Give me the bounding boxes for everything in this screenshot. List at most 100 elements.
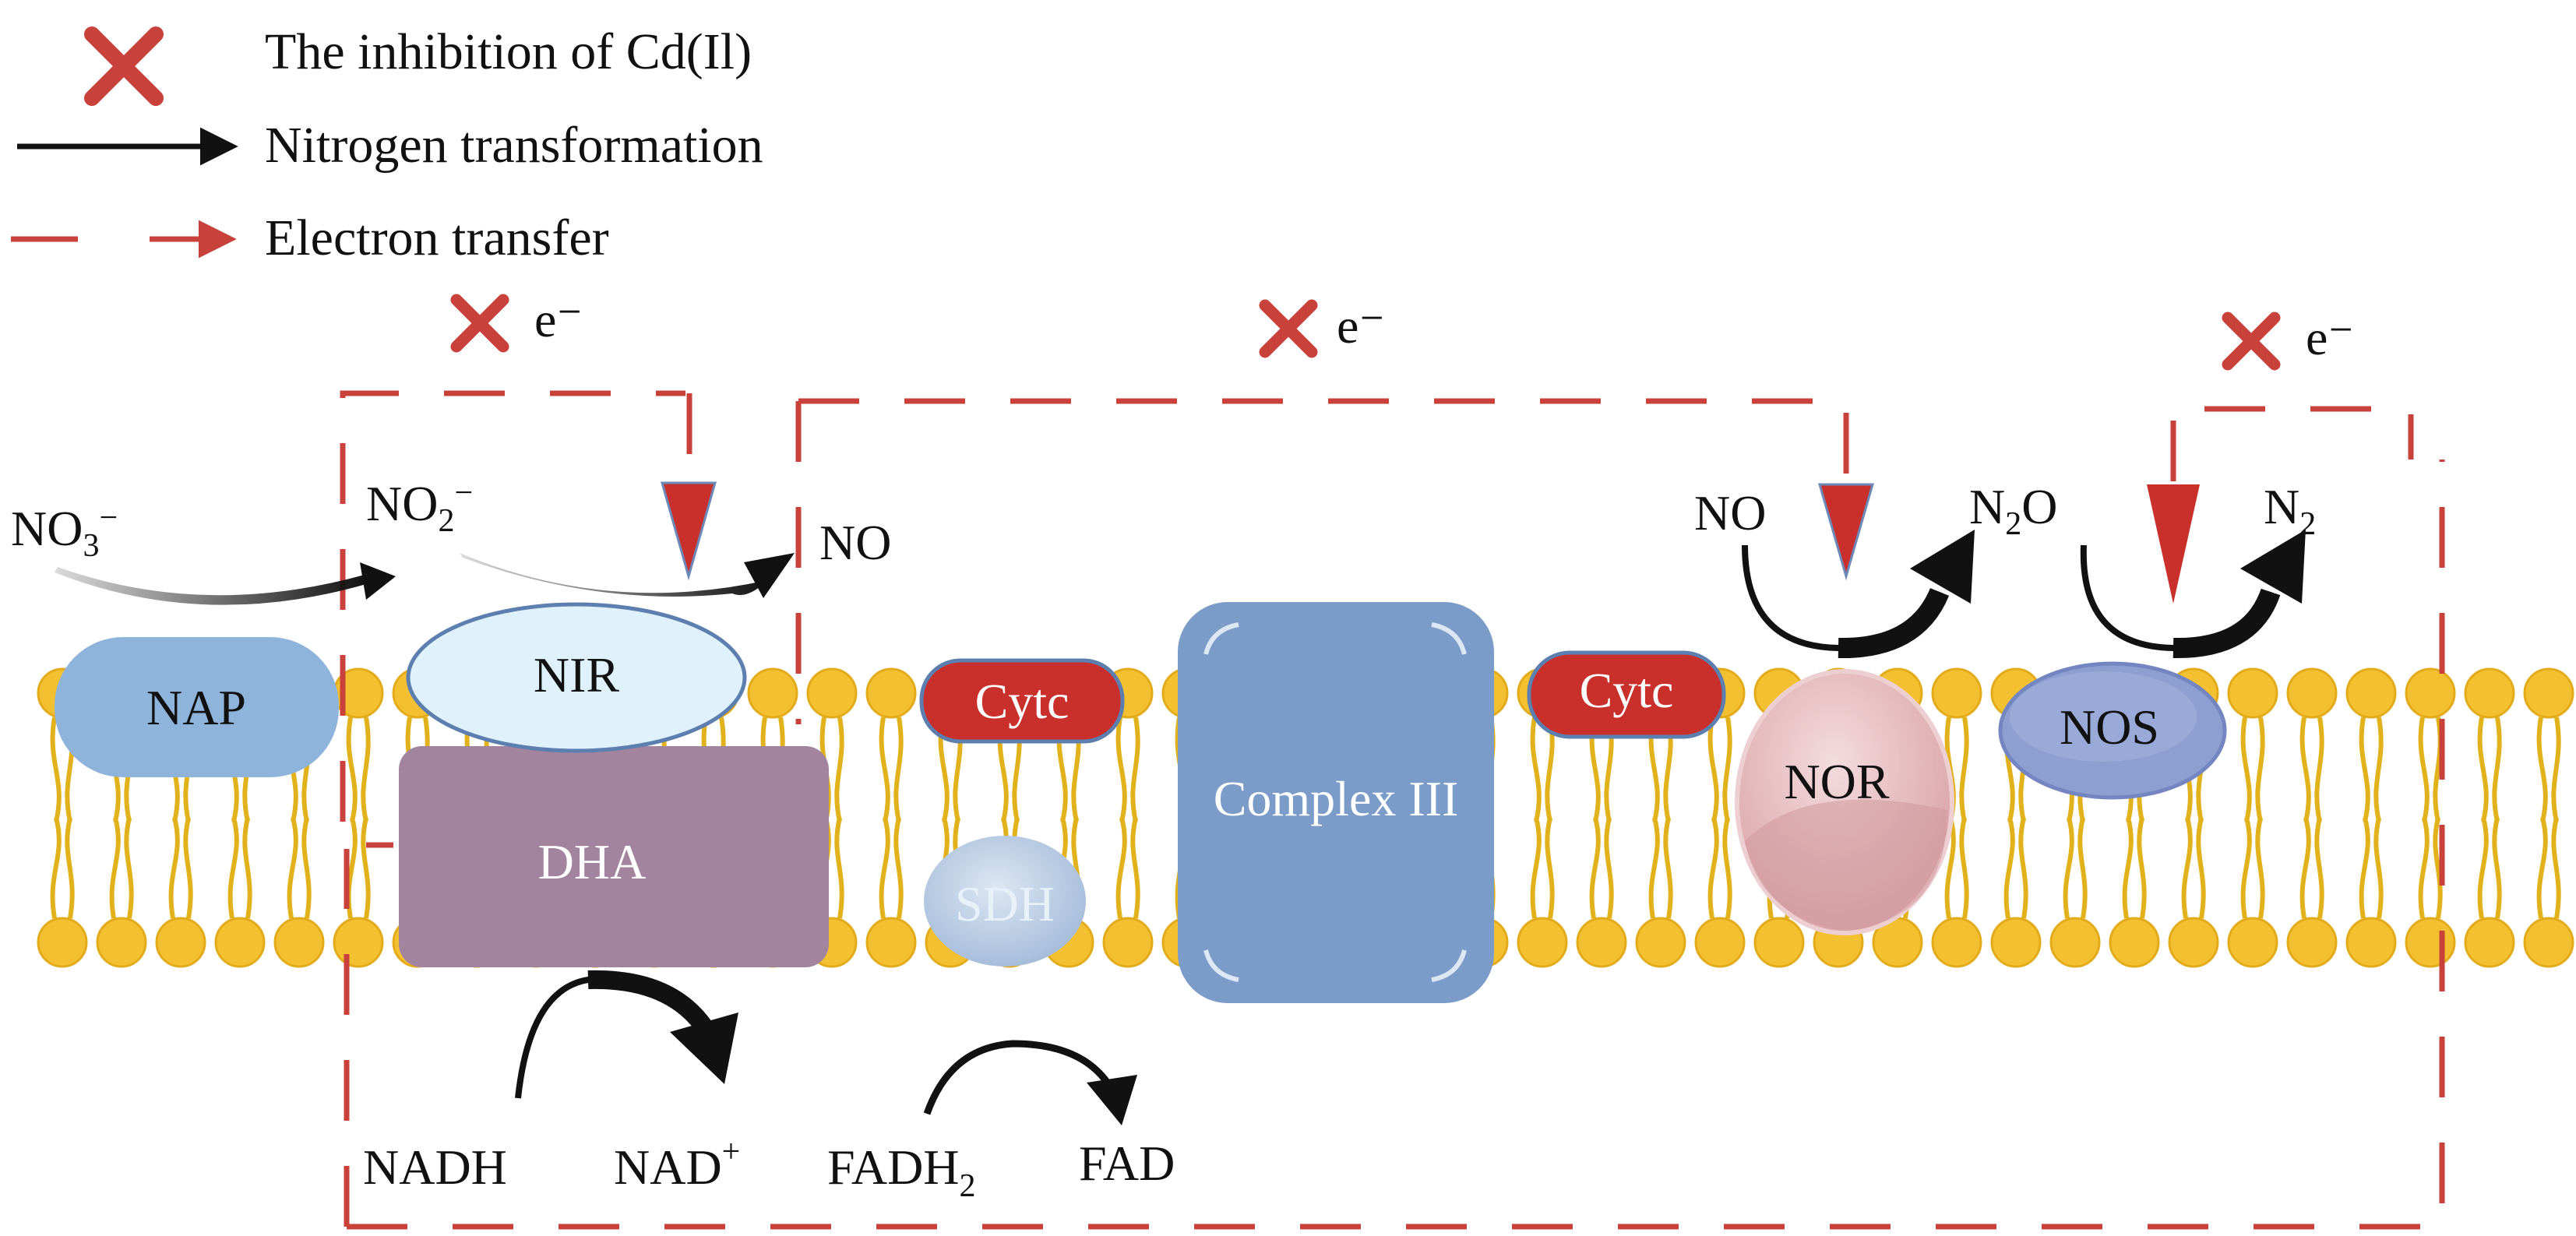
fadh2-to-fad-arrow <box>923 1040 1113 1115</box>
lipid-tail <box>2299 717 2324 919</box>
dha-protein: DHA <box>399 746 829 967</box>
lipid-tail <box>1115 717 1140 919</box>
cross-icon <box>450 294 509 353</box>
nad-label: NAD+ <box>614 1134 740 1195</box>
cytc-left-label: Cytc <box>975 674 1070 729</box>
electron-path-left-top <box>340 390 685 822</box>
n2o-to-n2-arrow-thick <box>2173 588 2281 659</box>
sdh-label: SDH <box>955 876 1055 931</box>
n2o-label: N2O <box>1969 479 2057 542</box>
no3-label: NO3− <box>11 500 118 564</box>
lipid-head <box>747 667 798 719</box>
electron-label-3: e⁻ <box>2306 310 2354 365</box>
no-label-nor: NO <box>1694 485 1766 541</box>
lipid-head <box>1635 917 1686 968</box>
lipid-head <box>1931 667 1982 719</box>
arrowhead-icon <box>744 553 795 598</box>
arrowhead-icon <box>2240 530 2306 604</box>
lipid-head <box>2464 667 2515 719</box>
red-arrowhead-icon <box>661 481 717 581</box>
cytc-left-protein: Cytc <box>919 658 1125 744</box>
cofactors: NADH NAD+ FADH2 FAD <box>363 1134 1175 1204</box>
arrowhead-icon <box>1087 1075 1137 1125</box>
electron-label-1: e⁻ <box>534 292 583 347</box>
fad-label: FAD <box>1079 1136 1175 1191</box>
lipid-head <box>333 917 384 968</box>
no2-label: NO2− <box>366 475 473 539</box>
legend: The inhibition of Cd(Il) Nitrogen transf… <box>11 23 763 266</box>
lipid-head <box>1576 917 1627 968</box>
lipid-tail <box>1589 717 1614 919</box>
legend-nitrogen-label: Nitrogen transformation <box>265 117 763 174</box>
lipid-tail <box>2536 717 2561 919</box>
cross-icon <box>1259 299 1318 358</box>
lipid-tail <box>1707 717 1732 919</box>
lipid-head <box>155 917 206 968</box>
nitrogen-species: NO3− NO2− NO NO N2O N2 <box>11 475 2316 570</box>
lipid-head <box>2405 917 2456 968</box>
lipid-tail <box>1648 717 1673 919</box>
cross-icon <box>2222 312 2281 371</box>
lipid-tail <box>50 717 75 919</box>
nitrogen-arrows <box>55 530 2306 1125</box>
lipid-head <box>2286 667 2338 719</box>
nadh-label: NADH <box>363 1139 507 1195</box>
nor-protein: NOR <box>1735 669 1954 935</box>
lipid-tail <box>879 717 904 919</box>
nadh-to-nad-arrow-thick <box>587 970 713 1034</box>
red-arrowhead-icon <box>1818 483 1874 581</box>
lipid-head <box>2049 917 2101 968</box>
lipid-head <box>2464 917 2515 968</box>
lipid-head <box>2227 917 2278 968</box>
no2-to-no-arrow <box>460 553 767 597</box>
inhibition-markers: e⁻ e⁻ e⁻ <box>450 292 2354 371</box>
lipid-tail <box>938 717 963 919</box>
lipid-head <box>37 917 88 968</box>
legend-inhibition-label: The inhibition of Cd(Il) <box>265 23 752 80</box>
electron-arrowheads <box>661 481 2200 604</box>
lipid-tail <box>2418 717 2443 919</box>
lipid-tail <box>1056 717 1081 919</box>
electron-path-top-right <box>2204 406 2414 460</box>
lipid-head <box>1931 917 1982 968</box>
lipid-head <box>1753 917 1805 968</box>
lipid-head <box>2109 917 2160 968</box>
arrowhead-icon <box>360 562 396 600</box>
sdh-protein: SDH <box>924 836 1086 967</box>
arrowhead-icon <box>1910 530 1975 604</box>
nap-protein: NAP <box>55 637 339 777</box>
no3-to-no2-arrow <box>55 567 366 605</box>
nap-label: NAP <box>146 680 246 735</box>
cytc-right-label: Cytc <box>1580 663 1674 718</box>
lipid-head <box>865 667 917 719</box>
lipid-head <box>806 667 858 719</box>
lipid-head <box>2345 667 2397 719</box>
lipid-head <box>273 917 325 968</box>
lipid-tail <box>2477 717 2502 919</box>
lipid-tail <box>2240 717 2265 919</box>
lipid-head <box>1517 917 1568 968</box>
lipid-head <box>1694 917 1746 968</box>
arrowhead-icon <box>670 1012 738 1084</box>
lipid-head <box>214 917 266 968</box>
electron-label-2: e⁻ <box>1337 298 1385 354</box>
fadh2-label: FADH2 <box>827 1139 976 1204</box>
lipid-head <box>2227 667 2278 719</box>
lipid-tail <box>346 717 371 919</box>
lipid-head <box>96 917 147 968</box>
lipid-head <box>2168 917 2219 968</box>
lipid-tail <box>997 717 1022 919</box>
lipid-head <box>2523 917 2574 968</box>
nor-label: NOR <box>1784 754 1889 809</box>
lipid-tail <box>1530 717 1555 919</box>
complex-iii-protein: Complex III <box>1178 602 1494 1003</box>
nir-label: NIR <box>534 647 620 703</box>
cytc-right-protein: Cytc <box>1527 650 1726 739</box>
legend-electron-label: Electron transfer <box>265 210 609 266</box>
dha-label: DHA <box>538 834 647 889</box>
complex-iii-label: Complex III <box>1214 771 1459 826</box>
lipid-head <box>2523 667 2574 719</box>
red-arrowhead-icon <box>2147 484 2200 604</box>
